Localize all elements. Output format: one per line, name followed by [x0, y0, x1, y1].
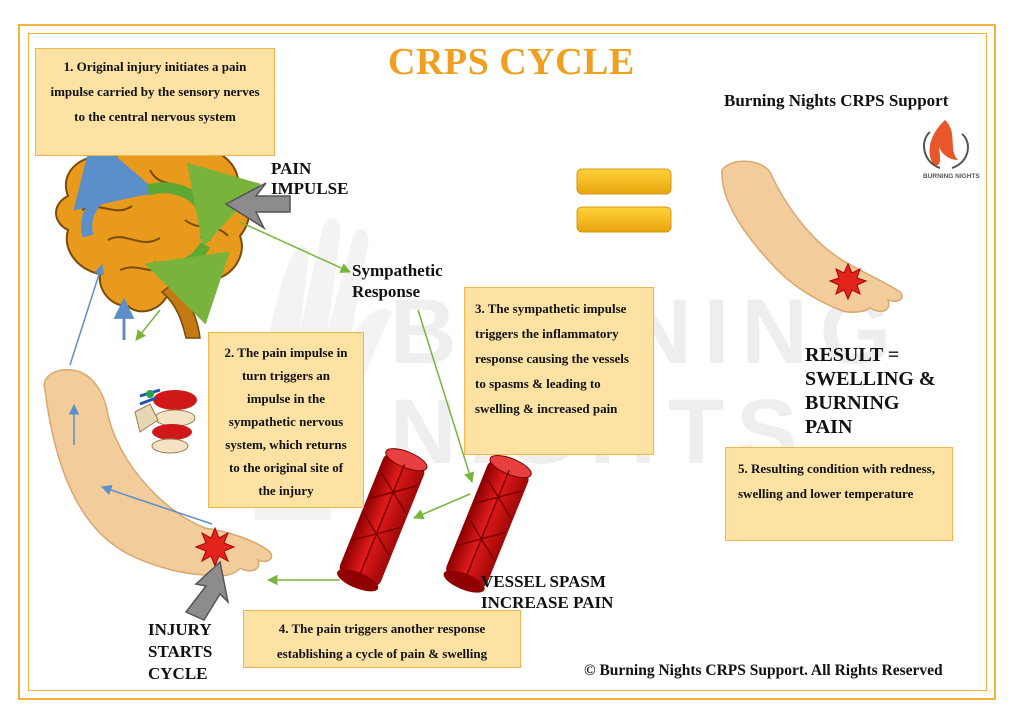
result-label: RESULT = SWELLING & BURNING PAIN	[805, 344, 936, 438]
green-arrow-vessel-to-vessel	[413, 493, 471, 520]
right-arm-illustration	[721, 160, 903, 313]
step-5-box: 5. Resulting condition with redness, swe…	[725, 447, 953, 541]
green-arrow-brain-to-spine	[135, 309, 161, 341]
equals-bar-bottom	[576, 206, 672, 233]
blue-arrow-to-brain	[69, 263, 105, 366]
step-2-box: 2. The pain impulse in turn triggers an …	[208, 332, 364, 508]
pain-impulse-pointer	[224, 182, 291, 231]
logo-text: BURNING NIGHTS	[923, 173, 980, 180]
blue-arrow-arm-lower	[101, 485, 213, 525]
step-4-box: 4. The pain triggers another response es…	[243, 610, 521, 668]
injury-starts-pointer	[184, 560, 230, 621]
vessel-left	[337, 448, 428, 592]
injury-star-right	[828, 262, 868, 301]
vessel-right	[443, 454, 532, 593]
sympathetic-response-label: Sympathetic Response	[352, 261, 443, 301]
organization-name: Burning Nights CRPS Support	[724, 91, 949, 110]
burning-nights-logo	[923, 120, 969, 169]
copyright-notice: © Burning Nights CRPS Support. All Right…	[584, 662, 943, 679]
spine-illustration	[120, 386, 198, 454]
vessel-spasm-label: VESSEL SPASM INCREASE PAIN	[481, 572, 614, 612]
pain-impulse-label: PAIN IMPULSE	[271, 159, 349, 198]
green-arrow-sympathetic-to-vessel	[417, 309, 475, 484]
outer-frame	[18, 24, 996, 700]
page-title: CRPS CYCLE	[388, 41, 635, 83]
equals-bar-top	[576, 168, 672, 195]
inner-frame	[28, 33, 987, 691]
injury-starts-cycle-label: INJURY STARTS CYCLE	[148, 620, 213, 683]
green-arrow-brain-to-sympathetic	[239, 221, 351, 273]
step-3-box: 3. The sympathetic impulse triggers the …	[464, 287, 654, 455]
left-arm-illustration	[43, 369, 273, 577]
step-1-box: 1. Original injury initiates a pain impu…	[35, 48, 275, 156]
brain-illustration	[55, 135, 262, 339]
